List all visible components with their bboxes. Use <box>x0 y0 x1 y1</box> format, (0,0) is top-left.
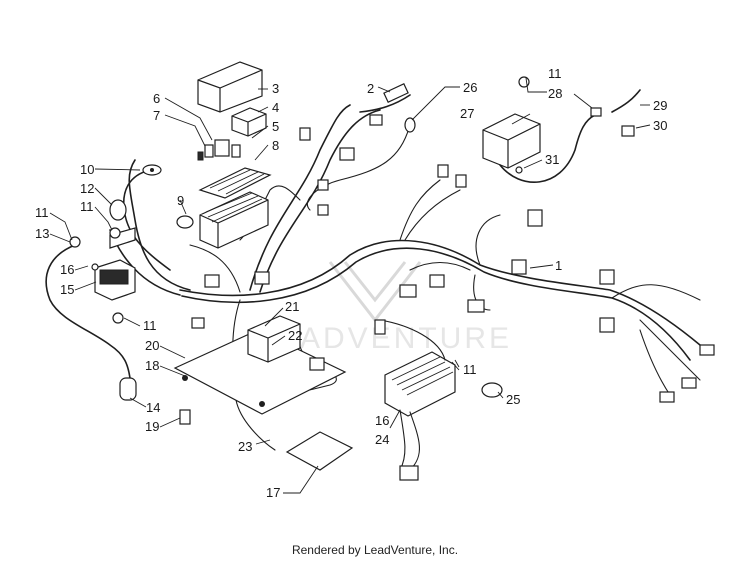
callout-25: 25 <box>506 392 520 407</box>
callout-29: 29 <box>653 98 667 113</box>
hose-parts <box>590 89 641 137</box>
callout-9: 9 <box>177 193 184 208</box>
callout-21: 21 <box>285 299 299 314</box>
callout-26: 26 <box>463 80 477 95</box>
solenoid-assembly <box>69 199 136 324</box>
regulator-24 <box>379 319 456 481</box>
callout-10: 10 <box>80 162 94 177</box>
callout-12: 12 <box>80 181 94 196</box>
callout-19: 19 <box>145 419 159 434</box>
callout-20: 20 <box>145 338 159 353</box>
callout-22: 22 <box>288 328 302 343</box>
clamp-25 <box>481 382 503 398</box>
callout-4: 4 <box>272 100 279 115</box>
fuses <box>197 139 241 161</box>
callout-labels: 1 2 3 4 5 6 7 8 9 10 11 11 11 11 11 12 1… <box>35 66 667 500</box>
callout-7: 7 <box>153 108 160 123</box>
callout-30: 30 <box>653 118 667 133</box>
clip-9 <box>176 215 194 229</box>
fuse-strip <box>198 167 272 199</box>
ring-terminal-26 <box>404 117 416 133</box>
callout-2: 2 <box>367 81 374 96</box>
callout-24: 24 <box>375 432 389 447</box>
callout-8: 8 <box>272 138 279 153</box>
battery-cable <box>45 244 137 401</box>
callout-11e: 11 <box>463 362 477 377</box>
callout-6: 6 <box>153 91 160 106</box>
callout-11b: 11 <box>35 205 49 220</box>
footer-credit: Rendered by LeadVenture, Inc. <box>291 543 459 557</box>
callout-16b: 16 <box>375 413 389 428</box>
wire-2 <box>359 83 411 113</box>
callout-3: 3 <box>272 81 279 96</box>
pad-17 <box>285 431 354 471</box>
bushing-19 <box>179 409 191 425</box>
callout-28: 28 <box>548 86 562 101</box>
callout-11c: 11 <box>80 199 94 214</box>
callout-16a: 16 <box>60 262 74 277</box>
callout-13: 13 <box>35 226 49 241</box>
module-27 <box>482 76 596 183</box>
callout-1: 1 <box>555 258 562 273</box>
callout-31: 31 <box>545 152 559 167</box>
relay-4 <box>231 107 267 137</box>
callout-5: 5 <box>272 119 279 134</box>
connectors <box>191 114 715 403</box>
fuse-box-cover <box>197 61 263 113</box>
callout-17: 17 <box>266 485 280 500</box>
callout-15: 15 <box>60 282 74 297</box>
leader-lines <box>49 77 651 494</box>
callout-11a: 11 <box>548 66 562 81</box>
fuse-block <box>176 191 269 249</box>
cable-boot <box>119 377 137 401</box>
callout-14: 14 <box>146 400 160 415</box>
callout-27: 27 <box>460 106 474 121</box>
callout-23: 23 <box>238 439 252 454</box>
mounting-plate <box>173 329 347 425</box>
watermark-text: ADVENTURE <box>300 322 512 355</box>
screw-31 <box>515 166 523 174</box>
cable-10 <box>123 164 171 271</box>
callout-18: 18 <box>145 358 159 373</box>
watermark-logo: ADVENTURE <box>300 261 512 355</box>
module-22 <box>247 315 301 363</box>
callout-11d: 11 <box>143 318 157 333</box>
